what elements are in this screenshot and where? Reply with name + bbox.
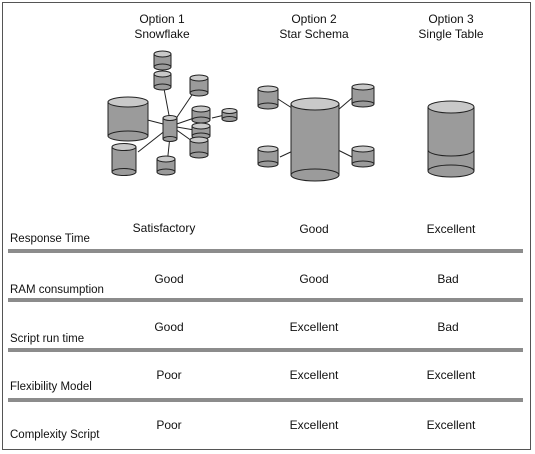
row-separator — [8, 249, 523, 253]
cell-flexibility-model-option-1: Poor — [156, 368, 182, 382]
cell-ram-consumption-option-2: Good — [299, 272, 329, 286]
snowflake-top-cylinder — [153, 50, 172, 71]
cell-flexibility-model-option-3: Excellent — [426, 368, 476, 382]
cell-ram-consumption-option-1: Good — [154, 272, 184, 286]
row-separator — [8, 348, 523, 352]
option-1-title: Option 1 — [139, 12, 185, 26]
row-label-complexity-script: Complexity Script — [10, 429, 100, 441]
option-2-subtitle: Star Schema — [279, 27, 349, 41]
cell-flexibility-model-option-2: Excellent — [289, 368, 339, 382]
cell-response-time-option-2: Good — [299, 222, 329, 236]
snowflake-diagram — [107, 50, 238, 176]
star-dimension-top-left-cylinder — [257, 85, 279, 110]
row-separator — [8, 298, 523, 302]
row-label-flexibility-model: Flexibility Model — [10, 381, 92, 393]
star-dimension-bottom-right-cylinder — [351, 145, 375, 168]
option-3-title: Option 3 — [428, 12, 474, 26]
snowflake-large-dimension-cylinder — [107, 96, 149, 142]
cell-complexity-script-option-3: Excellent — [426, 418, 476, 432]
row-separator — [8, 398, 523, 402]
cell-script-run-time-option-2: Excellent — [289, 320, 339, 334]
star-schema-diagram — [257, 83, 375, 182]
cell-script-run-time-option-3: Bad — [437, 320, 459, 334]
star-dimension-bottom-left-cylinder — [257, 145, 279, 168]
schema-illustrations: .cyl-body { fill: #9b9b9b; stroke: #222;… — [107, 50, 475, 182]
row-label-script-run-time: Script run time — [10, 333, 85, 345]
snowflake-right-cylinder-1 — [191, 105, 211, 124]
cell-response-time-option-1: Satisfactory — [132, 221, 196, 235]
option-2-title: Option 2 — [291, 12, 337, 26]
option-3-subtitle: Single Table — [418, 27, 484, 41]
snowflake-fact-table-cylinder — [162, 115, 178, 142]
row-label-response-time: Response Time — [10, 233, 90, 245]
comparison-figure — [2, 2, 531, 450]
option-2-header: Option 2 Star Schema — [254, 12, 374, 42]
row-label-ram-consumption: RAM consumption — [10, 284, 104, 296]
cell-complexity-script-option-1: Poor — [156, 418, 182, 432]
option-3-header: Option 3 Single Table — [391, 12, 511, 42]
star-dimension-top-right-cylinder — [351, 83, 375, 108]
cell-complexity-script-option-2: Excellent — [289, 418, 339, 432]
option-1-subtitle: Snowflake — [134, 27, 190, 41]
cell-ram-consumption-option-3: Bad — [437, 272, 459, 286]
snowflake-bottom-cylinder — [156, 155, 176, 176]
snowflake-lower-left-cylinder — [111, 143, 137, 176]
option-1-header: Option 1 Snowflake — [102, 12, 222, 42]
snowflake-lower-right-cylinder — [189, 136, 209, 159]
single-table-diagram — [427, 100, 475, 178]
snowflake-far-right-cylinder — [221, 108, 238, 122]
cell-script-run-time-option-1: Good — [154, 320, 184, 334]
snowflake-upper-mid-cylinder — [153, 70, 172, 91]
cell-response-time-option-3: Excellent — [426, 222, 476, 236]
star-fact-table-cylinder — [290, 97, 340, 182]
snowflake-upper-right-cylinder — [189, 74, 209, 97]
